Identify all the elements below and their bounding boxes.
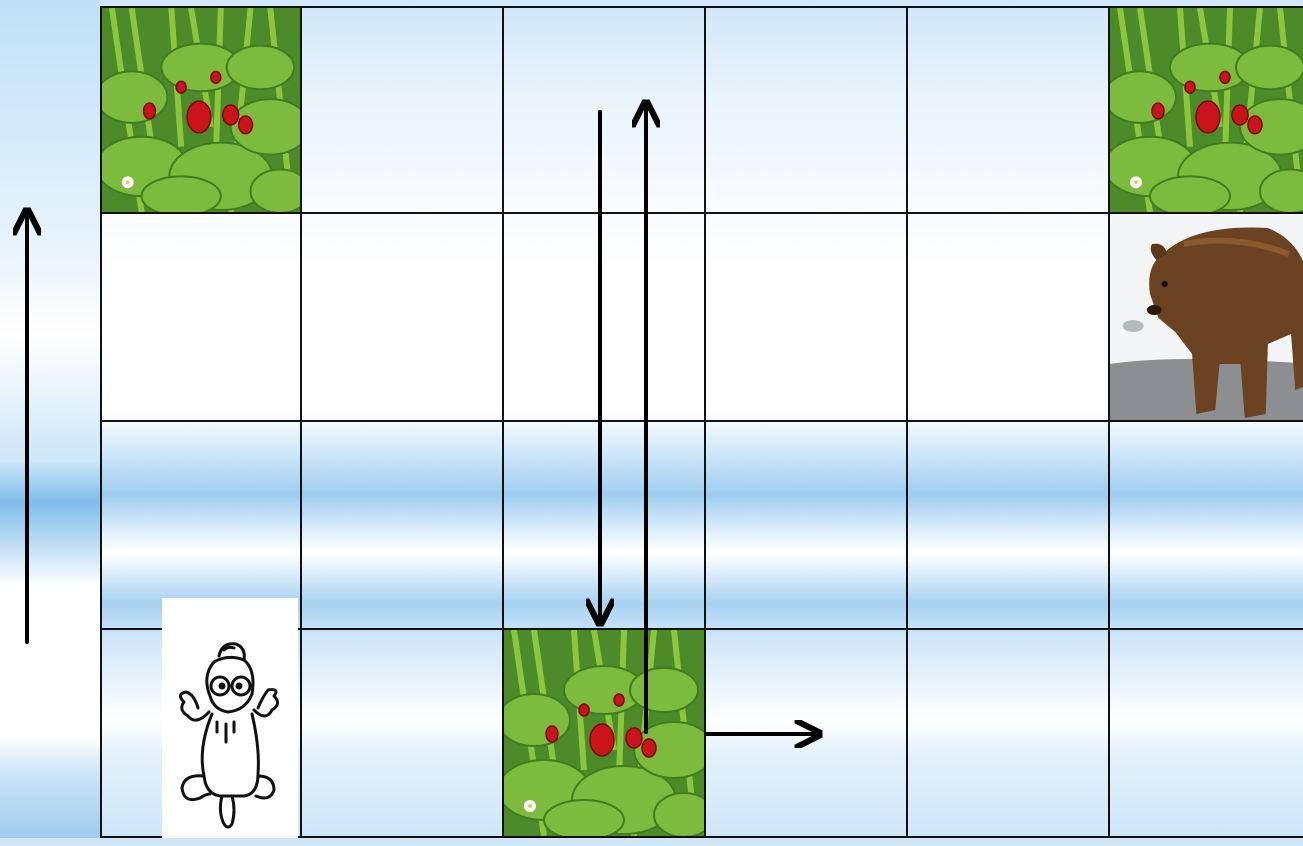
board-cell[interactable]: [908, 6, 1110, 214]
board-cell[interactable]: [504, 630, 706, 838]
board-cell[interactable]: [302, 6, 504, 214]
board-cell[interactable]: [1110, 214, 1303, 422]
board-cell[interactable]: [100, 214, 302, 422]
board-cell[interactable]: [1110, 6, 1303, 214]
board-cell[interactable]: [908, 422, 1110, 630]
board-cell[interactable]: [908, 630, 1110, 838]
background-left: [0, 0, 100, 838]
board-cell[interactable]: [504, 214, 706, 422]
board-cell[interactable]: [504, 6, 706, 214]
board-cell[interactable]: [706, 214, 908, 422]
board-cell[interactable]: [100, 6, 302, 214]
board-cell[interactable]: [908, 214, 1110, 422]
board-cell[interactable]: [504, 422, 706, 630]
board-cell[interactable]: [302, 214, 504, 422]
brown-bear[interactable]: [1110, 214, 1303, 420]
character-icon: [179, 642, 279, 829]
board-cell[interactable]: [302, 630, 504, 838]
strawberry-bush[interactable]: [102, 8, 300, 212]
cartoon-character[interactable]: [162, 598, 298, 838]
board-cell[interactable]: [706, 6, 908, 214]
strawberry-bush[interactable]: [504, 630, 704, 836]
board-cell[interactable]: [1110, 422, 1303, 630]
board-cell[interactable]: [1110, 630, 1303, 838]
strawberry-bush[interactable]: [1110, 8, 1303, 212]
board-cell[interactable]: [706, 630, 908, 838]
board-cell[interactable]: [302, 422, 504, 630]
board-cell[interactable]: [706, 422, 908, 630]
